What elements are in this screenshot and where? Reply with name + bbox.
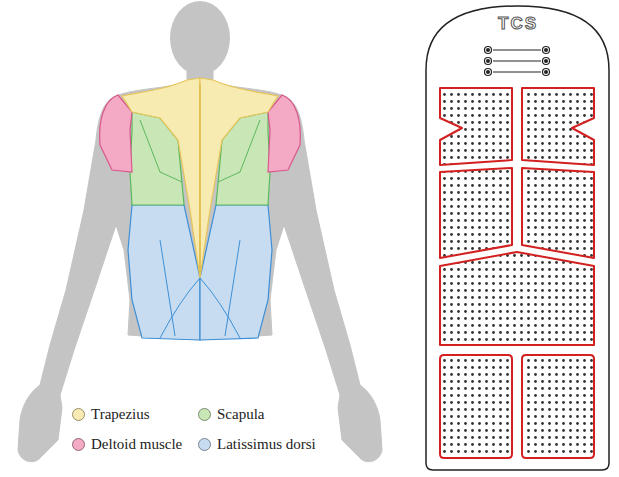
legend-item: Trapezius — [72, 406, 150, 423]
legend-item: Latissimus dorsi — [198, 436, 316, 453]
back-muscles — [100, 78, 301, 340]
legend-item: Deltoid muscle — [72, 436, 182, 453]
stimulation-pads — [440, 88, 594, 458]
human-figure — [18, 1, 382, 462]
electrode-dots — [485, 47, 550, 76]
device-border — [426, 6, 609, 470]
legend-swatch — [198, 408, 211, 421]
legend-label: Deltoid muscle — [91, 436, 182, 453]
legend-item: Scapula — [198, 406, 264, 423]
legend-swatch — [198, 438, 211, 451]
legend-swatch — [72, 408, 85, 421]
legend-label: Trapezius — [91, 406, 150, 423]
legend-swatch — [72, 438, 85, 451]
legend-label: Scapula — [217, 406, 264, 423]
legend-label: Latissimus dorsi — [217, 436, 316, 453]
device-label: TCS — [498, 14, 538, 34]
device-shape — [425, 5, 610, 471]
device-outline: TCS — [425, 5, 610, 471]
